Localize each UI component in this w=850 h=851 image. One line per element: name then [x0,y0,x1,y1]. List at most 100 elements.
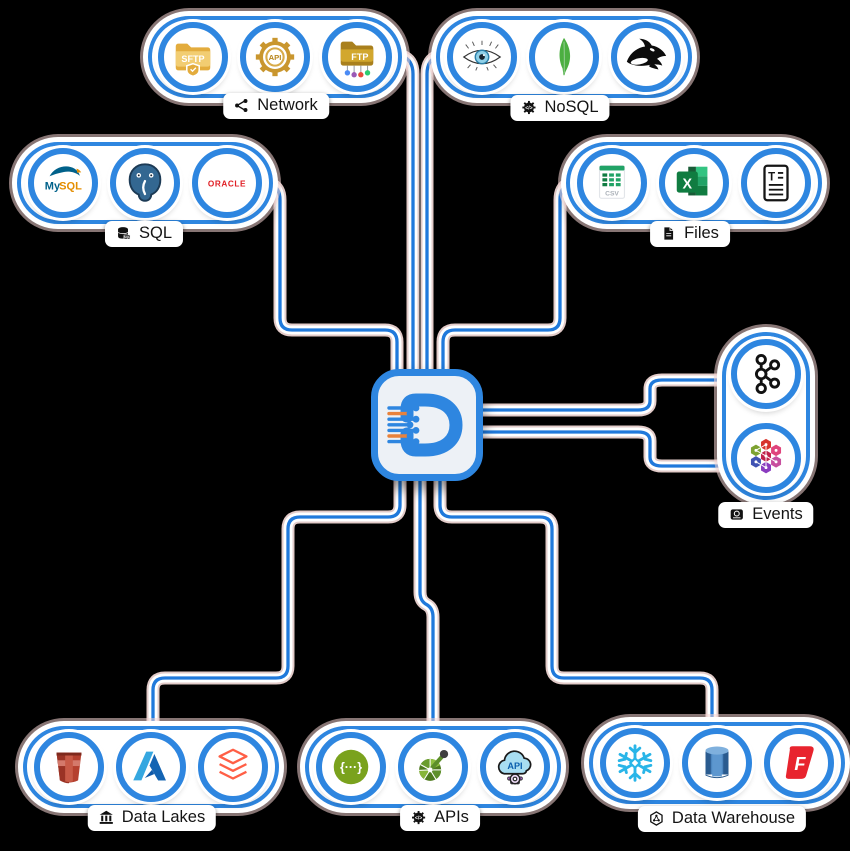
eye-database-node [447,22,517,92]
azure-icon [133,751,166,781]
wire-events-bottom [478,425,726,473]
hexagon-cluster-node [731,423,801,493]
svg-text:SFTP: SFTP [181,54,204,64]
hexagon-cluster-icon [750,438,782,474]
label-nosql: </> NoSQL [510,95,610,121]
group-data-lakes [23,726,279,808]
svg-text:API: API [269,53,282,62]
api-gear-node: API [240,22,310,92]
label-sql: SQL SQL [104,221,184,247]
camera-box-icon [730,509,743,520]
csv-spreadsheet-icon: CSV [598,165,626,199]
label-events-text: Events [752,505,803,523]
sftp-node: SFTP [158,22,228,92]
wire-nosql [420,49,441,374]
s3-bucket-icon [56,752,82,784]
label-data-lakes: Data Lakes [87,805,217,831]
hub-d-logo-icon [387,393,463,457]
wire-files [436,178,572,374]
wire-data-warehouse [433,476,719,726]
redshift-node [682,728,752,798]
kafka-icon [754,353,781,395]
label-network: Network [223,93,329,119]
mongodb-leaf-icon [559,37,571,76]
file-document-icon [664,227,674,240]
label-sql-text: SQL [138,224,173,242]
bank-building-icon [99,810,113,824]
api-gear-icon: API [255,37,295,77]
csv-node: CSV [577,148,647,218]
mysql-node: My SQL [28,148,98,218]
label-files: Files [650,221,730,247]
wire-network [399,49,420,374]
azure-node [116,732,186,802]
firebolt-icon: F [785,746,814,779]
mongodb-node [529,22,599,92]
snowflake-icon [617,744,653,782]
data-hub-logo [371,369,483,481]
wire-data-lakes [146,476,407,730]
svg-text:SQL: SQL [59,181,82,193]
json-node: {···} [316,732,386,802]
svg-text:X: X [683,176,693,192]
svg-text:{···}: {···} [340,760,362,774]
database-cylinder-icon: SQL [117,227,131,240]
oracle-icon: ORACLE [208,179,246,188]
svg-text:SQL: SQL [124,235,130,239]
api-cloud-node: API [480,732,550,802]
hexagon-nodes-icon [650,811,663,826]
wire-apis [413,476,440,730]
databricks-node [198,732,268,802]
svg-text:ORACLE: ORACLE [208,179,246,188]
kafka-node [731,339,801,409]
redshift-cylinder-icon [705,746,729,779]
gear-code-icon: </> [522,100,536,115]
sftp-folder-icon: SFTP [175,43,211,78]
oracle-node: ORACLE [192,148,262,218]
label-network-text: Network [257,96,318,114]
group-nosql [436,16,692,98]
group-network: SFTP API FTP [148,16,402,98]
ftp-node: FTP [322,22,392,92]
group-sql: My SQL ORACLE [17,142,273,224]
text-file-icon: T [763,164,789,202]
excel-node: X [659,148,729,218]
svg-text:</>: </> [525,106,532,112]
orca-node [611,22,681,92]
postgresql-node [110,148,180,218]
s3-node [34,732,104,802]
group-files: CSV X T [566,142,822,224]
json-braces-icon: {···} [333,749,369,785]
label-events: Events [718,502,814,528]
excel-icon: X [676,166,708,196]
group-apis: {···} API [305,726,561,808]
mysql-icon: My SQL [45,166,82,193]
group-data-warehouse: F [589,722,845,804]
gear-code-icon: </> [412,810,426,825]
api-cloud-icon: API [497,750,532,785]
label-apis: </> APIs [400,805,480,831]
svg-text:API: API [507,761,522,771]
postgresql-elephant-icon [128,163,162,202]
firebolt-node: F [764,728,834,798]
eye-database-icon [462,40,502,71]
label-apis-text: APIs [434,808,469,826]
label-data-lakes-text: Data Lakes [121,808,206,826]
share-network-icon [235,99,248,112]
label-data-warehouse: Data Warehouse [637,806,807,832]
group-events [722,332,810,500]
text-file-node: T [741,148,811,218]
snowflake-node [600,728,670,798]
label-data-warehouse-text: Data Warehouse [671,809,796,827]
openapi-icon [419,749,449,781]
wire-sql [267,178,404,374]
ftp-folder-icon: FTP [340,41,374,78]
svg-text:My: My [45,181,61,193]
svg-text:F: F [794,754,806,774]
label-files-text: Files [684,224,719,242]
openapi-node [398,732,468,802]
orca-whale-icon [626,38,667,70]
wire-events-top [478,373,726,417]
